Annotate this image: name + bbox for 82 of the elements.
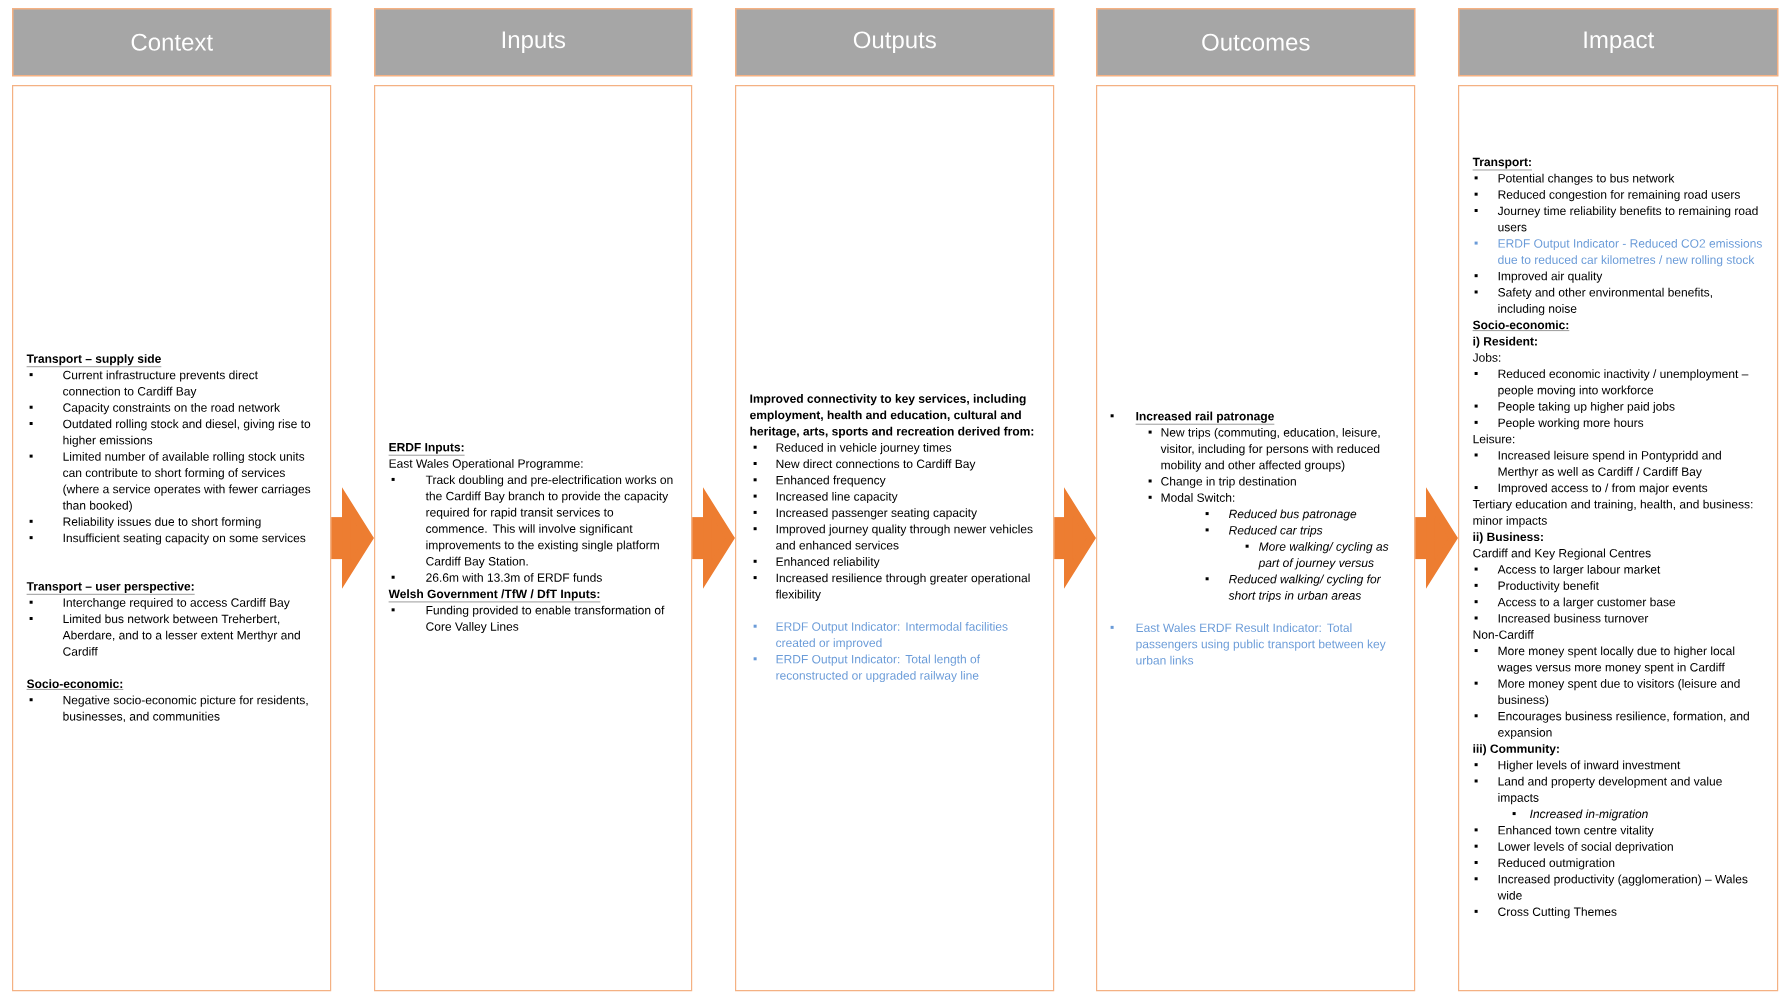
text-line: Jobs: xyxy=(1472,353,1501,362)
bullet-item: Increased leisure spend in Pontypridd and Merthyr as well as Cardiff / Cardiff Bay xyxy=(1474,450,1721,479)
bullet-item: Reduced car trips xyxy=(1205,525,1323,537)
bullet-item: New trips (commuting, education, leisure, visitor, including for persons with reduced mobility and other affected groups) xyxy=(1148,427,1380,472)
bullet-item: Enhanced town centre vitality xyxy=(1474,825,1654,837)
column-header: Context xyxy=(12,8,332,77)
column-header: Inputs xyxy=(374,8,693,77)
bullet-item: Change in trip destination xyxy=(1148,476,1296,488)
subheading: ii) Business: xyxy=(1473,532,1543,544)
text-line: Leisure: xyxy=(1473,434,1515,444)
bullet-item: Enhanced reliability xyxy=(753,557,880,569)
column-panel xyxy=(374,85,693,992)
bullet-item: Increased line capacity xyxy=(753,491,898,504)
bullet-item: Increased productivity (agglomeration) – Wales wide xyxy=(1474,874,1748,900)
text-line: East Wales Operational Programme: xyxy=(389,458,583,471)
bullet-item: Reduced walking/ cycling for short trips in urban areas xyxy=(1205,574,1382,603)
bullet-item: People taking up higher paid jobs xyxy=(1474,401,1675,414)
bullet-item: Current infrastructure prevents direct connection to Cardiff Bay xyxy=(29,370,258,398)
bullet-item: Safety and other environmental benefits, including noise xyxy=(1474,287,1712,316)
indicator-item: ERDF Output Indicator - Reduced CO2 emissions due to reduced car kilometres / new rolling stock xyxy=(1474,238,1762,267)
bullet-item: 26.6m with 13.3m of ERDF funds xyxy=(391,573,602,582)
bullet-item: Increased business turnover xyxy=(1474,613,1649,623)
column-panel xyxy=(735,85,1055,992)
section-heading: Socio-economic: xyxy=(26,679,124,690)
bullet-item: Potential changes to bus network xyxy=(1474,173,1675,185)
column-header: Impact xyxy=(1458,8,1779,77)
bullet-item: Cross Cutting Themes xyxy=(1474,907,1617,919)
indicator-item: ERDF Output Indicator: Total length of reconstructed or upgraded railway line xyxy=(753,654,981,683)
section-heading: Socio-economic: xyxy=(1472,320,1570,331)
bullet-item: Insufficient seating capacity on some services xyxy=(29,533,306,545)
column-header: Outputs xyxy=(735,8,1055,77)
section-heading: Welsh Government /TfW / DfT Inputs: xyxy=(388,589,601,603)
bullet-item: Funding provided to enable transformation of Core Valley Lines xyxy=(391,605,665,634)
column-panel xyxy=(1096,85,1416,992)
section-heading: ERDF Inputs: xyxy=(388,443,465,456)
indicator-item: ERDF Output Indicator: Intermodal facilities created or improved xyxy=(753,622,1008,650)
bullet-item: Capacity constraints on the road network xyxy=(29,403,281,415)
section-heading: Transport: xyxy=(1472,157,1533,171)
bullet-item: More money spent locally due to higher local wages versus more money spent in Cardiff xyxy=(1474,646,1735,674)
section-heading: Improved connectivity to key services, including employment, health and education, cultural and heritage, arts, sports and recreation derived from: xyxy=(750,394,1034,438)
bullet-item: Higher levels of inward investment xyxy=(1474,760,1681,772)
bullet-item: Lower levels of social deprivation xyxy=(1474,842,1673,854)
bullet-item: Increased resilience through greater operational flexibility xyxy=(753,573,1030,601)
bullet-item: Negative socio-economic picture for residents, businesses, and communities xyxy=(29,695,308,723)
bullet-item: Outdated rolling stock and diesel, giving rise to higher emissions xyxy=(29,419,311,447)
bullet-item: Reduced economic inactivity / unemployment – people moving into workforce xyxy=(1474,369,1749,397)
bullet-item: More money spent due to visitors (leisure and business) xyxy=(1474,679,1740,707)
column-header: Outcomes xyxy=(1096,8,1416,77)
bullet-item: Journey time reliability benefits to remaining road users xyxy=(1474,206,1758,232)
bullet-item: Limited bus network between Treherbert, Aberdare, and to a lesser extent Merthyr and Cardiff xyxy=(29,614,300,656)
bullet-item: More walking/ cycling as part of journey versus xyxy=(1245,542,1389,570)
text-line: Non-Cardiff xyxy=(1473,630,1534,639)
bullet-item: Enhanced frequency xyxy=(753,475,886,487)
section-heading: Transport – user perspective: xyxy=(26,581,195,595)
bullet-item: Land and property development and value impacts xyxy=(1474,776,1722,805)
bullet-item: Productivity benefit xyxy=(1474,581,1599,593)
subheading: i) Resident: xyxy=(1473,336,1537,348)
section-heading: Transport – supply side xyxy=(26,354,162,367)
bullet-item: Increased in-migration xyxy=(1512,809,1648,821)
bullet-item: People working more hours xyxy=(1474,418,1644,430)
bullet-item: Access to larger labour market xyxy=(1474,564,1661,577)
bullet-item: Interchange required to access Cardiff Bay xyxy=(29,598,290,610)
bullet-item: Reduced bus patronage xyxy=(1205,509,1357,521)
indicator-item: East Wales ERDF Result Indicator: Total passengers using public transport between key urban links xyxy=(1110,623,1386,665)
column-panel xyxy=(1458,85,1779,992)
bullet-item: Access to a larger customer base xyxy=(1474,597,1676,609)
bullet-item: Modal Switch: xyxy=(1148,493,1235,502)
bullet-item: Track doubling and pre-electrification works on the Cardiff Bay branch to provide the capacity required for rapid transit services to commence. This will involve significant improvements to the existing single platform Cardiff Bay Station. xyxy=(391,475,673,568)
bullet-item: Improved access to / from major events xyxy=(1474,483,1708,495)
column-panel xyxy=(12,85,332,992)
bullet-item: Improved journey quality through newer vehicles and enhanced services xyxy=(753,524,1033,550)
bullet-item: New direct connections to Cardiff Bay xyxy=(753,459,976,471)
bullet-item: Increased passenger seating capacity xyxy=(753,508,977,520)
text-line: Cardiff and Key Regional Centres xyxy=(1473,548,1651,560)
bullet-item: Reliability issues due to short forming xyxy=(29,517,261,529)
bullet-item: Reduced in vehicle journey times xyxy=(753,443,952,455)
bullet-item: Reduced congestion for remaining road users xyxy=(1474,190,1740,202)
bullet-item: Improved air quality xyxy=(1474,271,1603,283)
bullet-item: Reduced outmigration xyxy=(1474,858,1615,870)
subheading: iii) Community: xyxy=(1473,744,1559,756)
bullet-item: Limited number of available rolling stock units can contribute to short forming of services (where a service operates with fewer carriages than booked) xyxy=(29,451,311,512)
bullet-item: Increased rail patronage xyxy=(1110,411,1275,425)
